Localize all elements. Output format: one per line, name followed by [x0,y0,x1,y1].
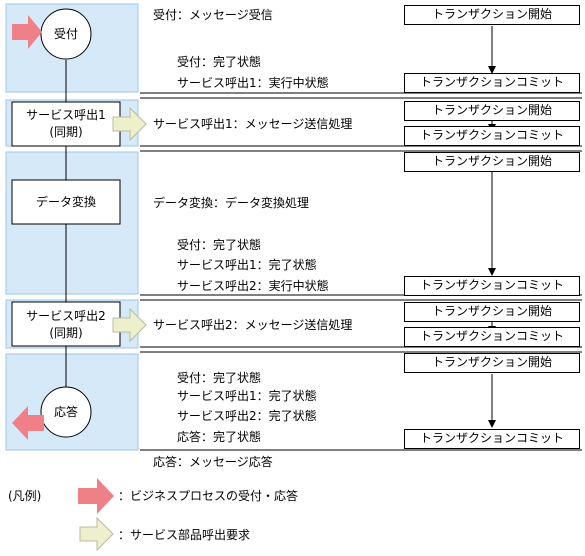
receive-node-label: 受付 [54,27,78,41]
note-call2-msg: サービス呼出2：メッセージ送信処理 [153,318,353,332]
note-call1-msg: サービス呼出1：メッセージ送信処理 [153,117,353,131]
transaction-start-box: トランザクション開始 [404,152,580,172]
convert-node [11,179,121,225]
note-receive-msg: 受付：メッセージ受信 [153,8,273,22]
transaction-start-box: トランザクション開始 [404,5,580,25]
transaction-commit-box: トランザクションコミット [404,73,580,93]
transaction-commit-box: トランザクションコミット [404,327,580,347]
legend-yellow-desc: ：サービス部品呼出要求 [118,528,251,542]
call2-node [11,301,121,347]
call2-node-sublabel: (同期) [49,326,82,340]
pink-arrow-out-icon [12,406,44,440]
state-line: サービス呼出2：実行中状態 [177,279,329,293]
transaction-start-box: トランザクション開始 [404,302,580,322]
respond-node-label: 応答 [54,404,78,419]
legend-title: (凡例) [8,489,42,503]
call2-node-label: サービス呼出2 [26,309,106,323]
state-line: サービス呼出1：完了状態 [177,258,317,272]
yellow-arrow-call2-icon [112,307,147,343]
transaction-commit-box: トランザクションコミット [404,276,580,296]
state-line: 受付：完了状態 [177,55,262,69]
convert-node-label: データ変換 [36,194,96,209]
legend-yellow-arrow-icon [79,516,114,552]
transaction-start-box: トランザクション開始 [404,353,580,373]
transaction-commit-box: トランザクションコミット [404,126,580,146]
transaction-start-box: トランザクション開始 [404,101,580,121]
receive-node [40,8,92,60]
transaction-commit-box: トランザクションコミット [404,429,580,449]
legend-pink-desc: ：ビジネスプロセスの受付・応答 [118,489,299,503]
state-line: 受付：完了状態 [177,371,262,385]
call1-node-label: サービス呼出1 [26,108,106,122]
legend-pink-arrow-icon [78,478,114,514]
state-line: サービス呼出1：完了状態 [177,389,317,403]
note-respond-msg: 応答：メッセージ応答 [153,455,273,469]
state-line: 受付：完了状態 [177,238,262,252]
state-line: 応答：完了状態 [177,430,262,444]
pink-arrow-in-icon [12,15,42,49]
state-line: サービス呼出2：完了状態 [177,409,317,423]
state-line: サービス呼出1：実行中状態 [177,76,329,90]
call1-node-sublabel: (同期) [49,125,82,139]
yellow-arrow-call1-icon [112,106,147,142]
note-convert-msg: データ変換：データ変換処理 [153,196,310,210]
respond-node [40,386,92,438]
